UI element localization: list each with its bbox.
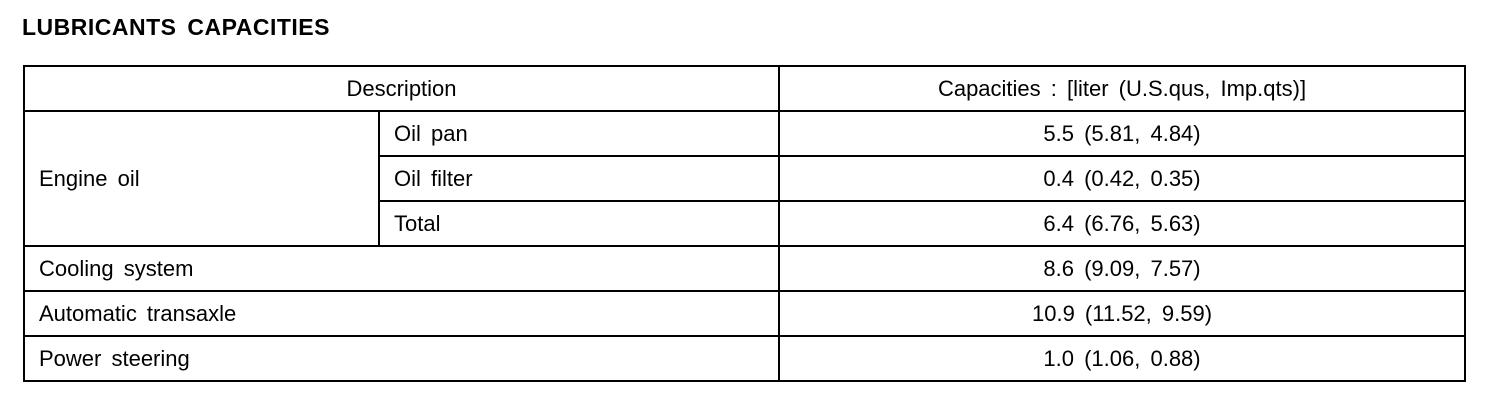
table-row: Engine oil Oil pan 5.5 (5.81, 4.84) [23,110,1467,247]
table-row: Cooling system 8.6 (9.09, 7.57) [22,245,1467,292]
capacity-value: 8.6 (9.09, 7.57) [778,245,1467,292]
page-title: LUBRICANTS CAPACITIES [22,14,330,40]
capacity-value: 5.5 (5.81, 4.84) [778,110,1467,157]
capacity-value: 0.4 (0.42, 0.35) [778,155,1467,202]
table-row: Oil filter 0.4 (0.42, 0.35) [24,155,1467,202]
table-row: Automatic transaxle 10.9 (11.52, 9.59) [22,290,1467,337]
sub-item-label: Total [377,200,781,247]
item-label: Cooling system [22,245,781,292]
capacity-value: 1.0 (1.06, 0.88) [778,335,1467,382]
description-header: Description [22,65,781,112]
engine-oil-label: Engine oil [23,110,380,247]
capacity-value: 10.9 (11.52, 9.59) [778,290,1467,337]
sub-item-label: Oil filter [377,155,781,202]
table-header-row: Description Capacities : [liter (U.S.qus… [22,65,1467,112]
capacities-header: Capacities : [liter (U.S.qus, Imp.qts)] [778,65,1467,112]
capacities-table: Description Capacities : [liter (U.S.qus… [22,65,1467,382]
item-label: Automatic transaxle [22,290,781,337]
item-label: Power steering [22,335,781,382]
table-row: Power steering 1.0 (1.06, 0.88) [22,335,1467,382]
sub-item-label: Oil pan [377,110,781,157]
table-row: Total 6.4 (6.76, 5.63) [24,200,1467,247]
capacity-value: 6.4 (6.76, 5.63) [778,200,1467,247]
